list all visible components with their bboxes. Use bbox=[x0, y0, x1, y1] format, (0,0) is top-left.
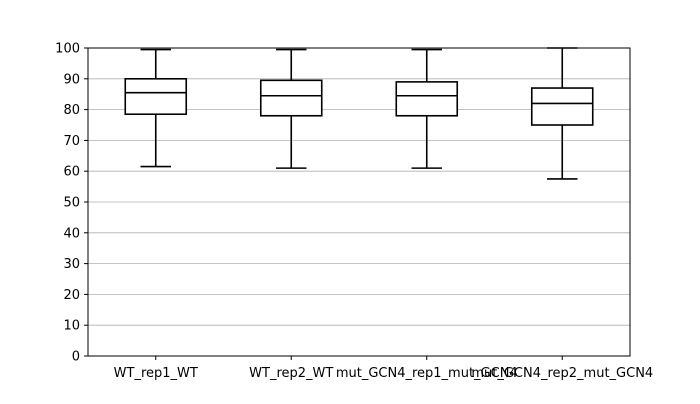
x-tick-label: mut_GCN4_rep2_mut_GCN4 bbox=[471, 366, 653, 381]
y-tick-label: 90 bbox=[63, 72, 80, 87]
iqr-box bbox=[124, 78, 188, 116]
box-0 bbox=[124, 48, 188, 168]
y-tick-label: 30 bbox=[63, 257, 80, 272]
box-2 bbox=[395, 48, 459, 169]
y-tick-label: 40 bbox=[63, 226, 80, 241]
boxes bbox=[124, 47, 594, 180]
y-tick-label: 0 bbox=[72, 350, 80, 365]
iqr-box bbox=[395, 81, 459, 117]
y-tick-label: 50 bbox=[63, 196, 80, 211]
iqr-box bbox=[259, 79, 323, 117]
y-tick-label: 60 bbox=[63, 165, 80, 180]
x-tick-label: WT_rep1_WT bbox=[114, 366, 198, 381]
y-tick-label: 80 bbox=[63, 103, 80, 118]
box-3 bbox=[530, 47, 594, 180]
iqr-box bbox=[530, 87, 594, 126]
x-tick-label: mut_GCN4_rep1_mut_GCN4 bbox=[336, 366, 518, 381]
x-tick-label: WT_rep2_WT bbox=[249, 366, 333, 381]
y-tick-label: 100 bbox=[55, 42, 80, 57]
y-tick-label: 20 bbox=[63, 288, 80, 303]
y-tick-label: 70 bbox=[63, 134, 80, 149]
y-tick-label: 10 bbox=[63, 319, 80, 334]
box-1 bbox=[259, 48, 323, 169]
